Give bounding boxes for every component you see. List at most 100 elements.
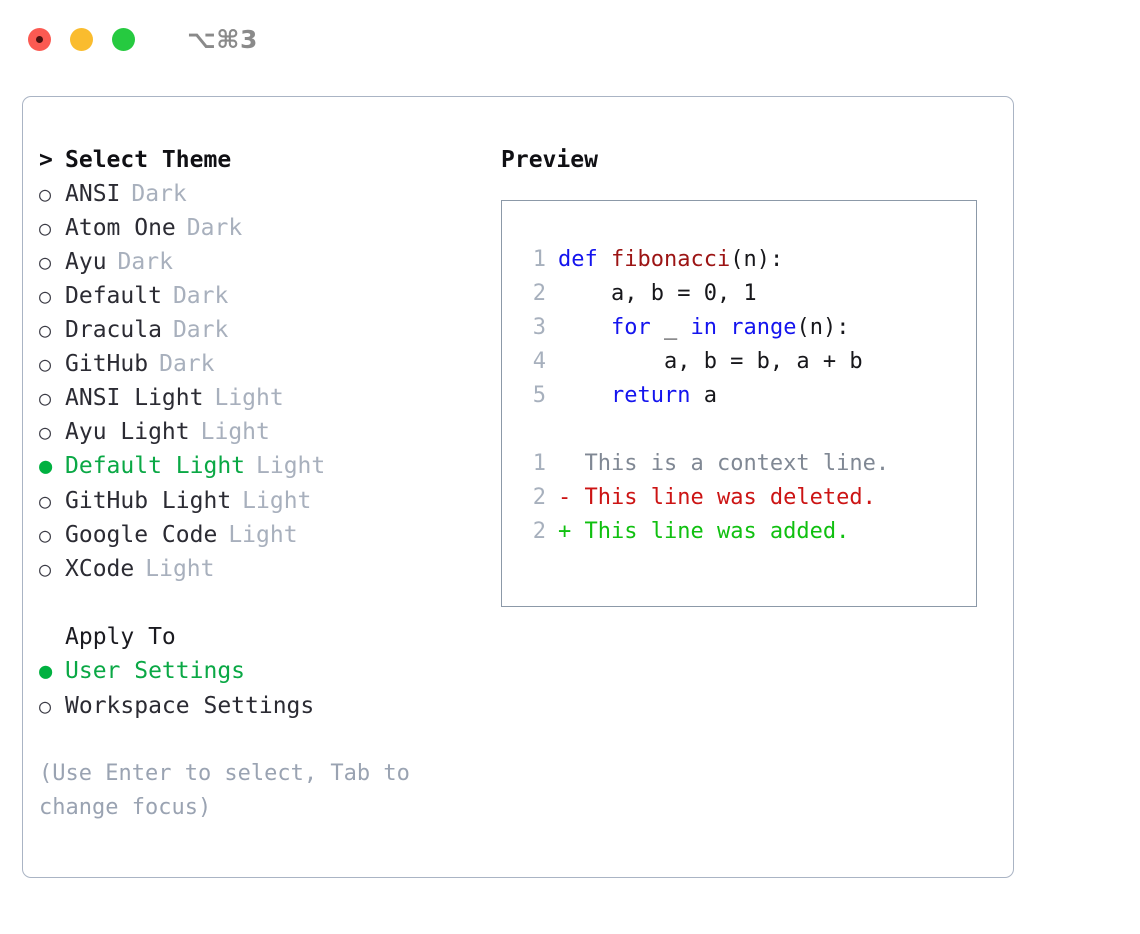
diff-gap (571, 447, 584, 481)
diff-sample: 1 This is a context line. 2- This line wa… (516, 447, 976, 549)
theme-mode-tag: Light (200, 419, 270, 445)
theme-option-default-light[interactable]: ● Default Light Light (39, 449, 479, 484)
code-token-normal: a (690, 383, 717, 408)
theme-option-ayu-light[interactable]: ○ Ayu Light Light (39, 415, 479, 449)
zoom-button[interactable] (112, 27, 135, 51)
apply-to-option-label: Workspace Settings (65, 693, 315, 719)
diff-gap (571, 481, 584, 515)
keyboard-shortcut-label: ⌥⌘3 (187, 24, 258, 54)
apply-to-header: Apply To (39, 620, 479, 654)
theme-option-label: Google Code (65, 522, 218, 548)
theme-option-label: Default (65, 283, 162, 309)
theme-mode-tag: Light (256, 453, 326, 479)
code-token-normal: _ (650, 315, 691, 340)
theme-mode-tag: Dark (172, 317, 229, 343)
theme-option-label: GitHub (65, 351, 149, 377)
line-number: 1 (532, 247, 546, 272)
code-token-function: fibonacci (610, 247, 731, 272)
code-token-normal: a, b = 0, 1 (558, 281, 757, 306)
code-token-keyword: return (610, 383, 691, 408)
close-button[interactable] (28, 27, 51, 51)
line-number: 1 (532, 451, 546, 476)
theme-mode-tag: Light (214, 385, 284, 411)
diff-line-deleted: 2- This line was deleted. (516, 481, 976, 515)
theme-option-label: Ayu Light (65, 419, 190, 445)
keyboard-hint: (Use Enter to select, Tab to change focu… (39, 761, 410, 820)
theme-mode-tag: Dark (117, 249, 173, 275)
traffic-light-group (28, 27, 135, 51)
theme-mode-tag: Dark (172, 283, 229, 309)
theme-option-label: ANSI (65, 181, 121, 207)
radio-selected-icon: ● (39, 659, 53, 684)
theme-option-github[interactable]: ○ GitHub Dark (39, 347, 479, 381)
theme-option-xcode[interactable]: ○ XCode Light (39, 552, 479, 586)
apply-to-option-user-settings[interactable]: ●User Settings (39, 654, 479, 689)
theme-option-label: ANSI Light (65, 385, 204, 411)
diff-gap (571, 515, 584, 549)
radio-unselected-icon: ○ (39, 420, 52, 444)
caret-icon: > (39, 147, 53, 173)
radio-unselected-icon: ○ (39, 352, 52, 376)
preview-title: Preview (501, 147, 598, 173)
code-token-normal: a, b = b, a + b (558, 349, 863, 374)
line-number: 4 (532, 349, 546, 374)
code-token-keyword: in (690, 315, 717, 340)
theme-mode-tag: Dark (159, 351, 215, 377)
theme-option-github-light[interactable]: ○ GitHub Light Light (39, 484, 479, 518)
select-theme-header-label: Select Theme (65, 147, 232, 173)
list-spacer (39, 586, 479, 620)
code-token-keyword: range (730, 315, 797, 340)
line-number: 2 (532, 485, 546, 510)
radio-unselected-icon: ○ (39, 386, 52, 410)
theme-option-atom-one[interactable]: ○ Atom One Dark (39, 211, 479, 245)
line-number: 5 (532, 383, 546, 408)
radio-unselected-icon: ○ (39, 557, 52, 581)
radio-unselected-icon: ○ (39, 250, 52, 274)
apply-to-header-gutter (39, 620, 65, 654)
theme-mode-tag: Light (228, 522, 298, 548)
code-line: 5 return a (516, 379, 976, 413)
theme-option-default[interactable]: ○ Default Dark (39, 279, 479, 313)
minimize-button[interactable] (70, 27, 93, 51)
code-line: 4 a, b = b, a + b (516, 345, 976, 379)
apply-to-header-label: Apply To (65, 624, 176, 650)
theme-option-ansi[interactable]: ○ ANSI Dark (39, 177, 479, 211)
theme-option-label: Dracula (65, 317, 162, 343)
theme-mode-tag: Dark (131, 181, 187, 207)
code-line: 2 a, b = 0, 1 (516, 277, 976, 311)
code-token-normal (558, 379, 611, 413)
theme-option-label: Atom One (65, 215, 176, 241)
line-number: 3 (532, 315, 546, 340)
theme-mode-tag: Light (242, 488, 312, 514)
diff-line-added: 2+ This line was added. (516, 515, 976, 549)
diff-text: This is a context line. (584, 451, 890, 476)
radio-unselected-icon: ○ (39, 284, 52, 308)
apply-to-list: ●User Settings○Workspace Settings (39, 654, 479, 723)
radio-selected-icon: ● (39, 454, 53, 479)
radio-unselected-icon: ○ (39, 523, 52, 547)
diff-text: This line was deleted. (584, 485, 876, 510)
select-theme-header: > Select Theme (39, 143, 479, 177)
radio-unselected-icon: ○ (39, 182, 52, 206)
radio-unselected-icon: ○ (39, 489, 52, 513)
theme-option-label: Default Light (65, 453, 246, 479)
radio-unselected-icon: ○ (39, 216, 52, 240)
theme-option-google-code[interactable]: ○ Google Code Light (39, 518, 479, 552)
theme-option-label: GitHub Light (65, 488, 232, 514)
code-token-normal: (n): (730, 247, 784, 272)
theme-option-label: XCode (65, 556, 135, 582)
diff-sign (558, 447, 571, 481)
apply-to-option-workspace-settings[interactable]: ○Workspace Settings (39, 689, 479, 723)
theme-mode-tag: Light (145, 556, 215, 582)
theme-mode-tag: Dark (186, 215, 243, 241)
code-token-normal (717, 311, 730, 345)
theme-option-ansi-light[interactable]: ○ ANSI Light Light (39, 381, 479, 415)
